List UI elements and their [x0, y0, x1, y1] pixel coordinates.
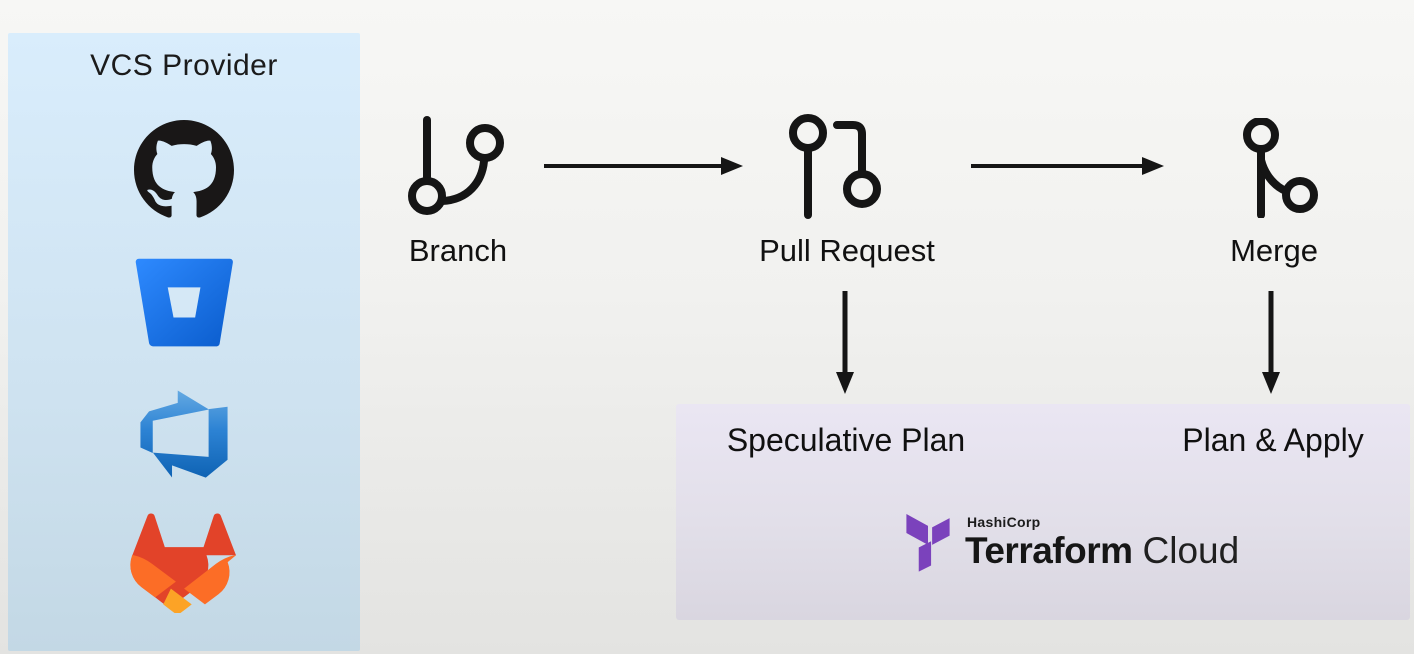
arrow-pull-request-to-speculative-plan — [832, 290, 858, 394]
plan-apply-label: Plan & Apply — [1182, 422, 1364, 458]
github-icon — [134, 120, 234, 220]
git-pull-request-icon — [787, 112, 887, 230]
arrow-pull-request-to-merge — [970, 153, 1164, 179]
terraform-logo-text: HashiCorp Terraform Cloud — [965, 513, 1239, 569]
branch-label: Branch — [408, 233, 508, 268]
azure-devops-icon — [135, 385, 233, 483]
terraform-wordmark: Terraform — [965, 530, 1133, 571]
pull-request-label: Pull Request — [759, 233, 935, 268]
vcs-provider-panel: VCS Provider — [8, 33, 360, 651]
bitbucket-icon — [132, 252, 236, 352]
git-branch-icon — [408, 116, 508, 228]
terraform-cloud-logo: HashiCorp Terraform Cloud — [905, 513, 1239, 585]
merge-label: Merge — [1230, 233, 1318, 268]
terraform-cloud-box — [676, 404, 1410, 620]
cloud-wordmark: Cloud — [1142, 530, 1240, 571]
speculative-plan-label: Speculative Plan — [726, 422, 966, 458]
arrow-merge-to-plan-apply — [1258, 290, 1284, 394]
hashicorp-wordmark: HashiCorp — [967, 514, 1041, 530]
git-merge-icon — [1228, 118, 1322, 218]
arrow-branch-to-pull-request — [543, 153, 743, 179]
vcs-panel-title: VCS Provider — [90, 49, 278, 82]
gitlab-icon — [128, 511, 240, 613]
terraform-mark-icon — [905, 513, 951, 585]
